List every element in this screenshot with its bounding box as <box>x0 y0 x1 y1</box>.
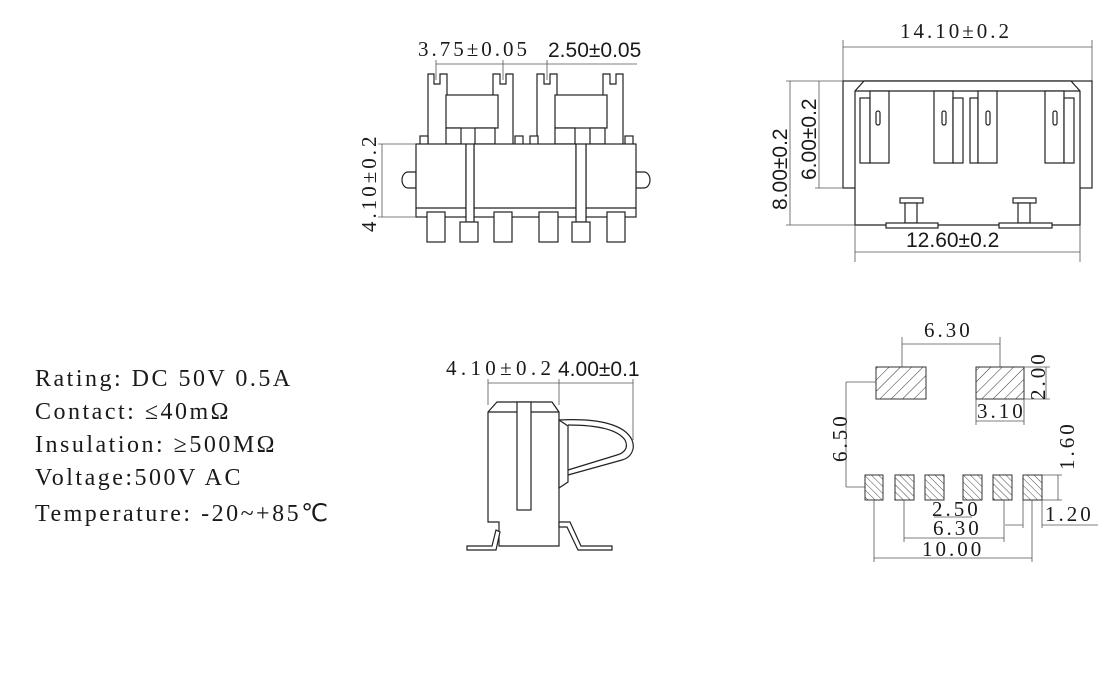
contact-pins <box>427 73 624 146</box>
pin-width-dim-label: 2.50±0.05 <box>548 39 641 62</box>
spec-voltage: Voltage:500V AC <box>35 465 243 491</box>
side-body-dim-label: 4.10±0.2 <box>446 356 554 380</box>
height-dim-label: 4.10±0.2 <box>357 133 381 232</box>
outer-span-label: 10.00 <box>922 537 984 561</box>
top-pad-height-label: 2.00 <box>1026 351 1050 400</box>
upper-block-right <box>554 94 608 129</box>
top-pad-left <box>875 366 927 400</box>
small-pads <box>864 474 1043 501</box>
body-depth-dim-label: 6.00±0.2 <box>798 98 821 180</box>
top-pad-right <box>975 366 1025 400</box>
side-bump-left <box>401 171 417 189</box>
spec-temperature: Temperature: -20~+85℃ <box>35 501 331 527</box>
vertical-spacing-label: 6.50 <box>828 413 852 462</box>
spring-contact <box>558 419 634 476</box>
pad-width-label: 1.20 <box>1045 502 1094 526</box>
pcb-footprint: 6.30 2.00 3.10 6.50 1.60 1.20 2.50 6.30 <box>828 318 1098 562</box>
specifications: Rating: DC 50V 0.5A Contact: ≤40mΩ Insul… <box>35 366 331 527</box>
bottom-feet <box>426 211 626 243</box>
foot-right <box>558 521 613 551</box>
body-middle <box>473 143 577 218</box>
body-width-dim-label: 12.60±0.2 <box>906 229 999 252</box>
pad-offset-label: 1.60 <box>1055 421 1079 470</box>
top-pad-width-label: 3.10 <box>977 399 1026 423</box>
solder-tab-right <box>998 222 1053 229</box>
middle-span-label: 6.30 <box>933 516 982 540</box>
top-pad-spacing-label: 6.30 <box>924 318 973 342</box>
pitch-dim-label: 3.75±0.05 <box>418 37 530 61</box>
front-view: 3.75±0.05 2.50±0.05 <box>357 37 651 243</box>
side-view: 4.10±0.2 4.00±0.1 <box>446 356 640 551</box>
overall-width-dim-label: 14.10±0.2 <box>900 19 1012 43</box>
spec-rating: Rating: DC 50V 0.5A <box>35 366 293 392</box>
spec-insulation: Insulation: ≥500MΩ <box>35 432 277 458</box>
top-view: 14.10±0.2 12.60±0.2 8.00±0.2 6.00±0.2 <box>769 19 1093 262</box>
spec-contact: Contact: ≤40mΩ <box>35 399 231 425</box>
solder-tab-left <box>885 222 939 229</box>
body-right <box>585 143 637 218</box>
top-contacts <box>859 90 1075 164</box>
foot-left <box>466 529 501 551</box>
side-slot <box>516 401 532 511</box>
body-left <box>415 143 467 218</box>
spring-dim-label: 4.00±0.1 <box>558 358 640 381</box>
overall-depth-dim-label: 8.00±0.2 <box>769 128 792 210</box>
side-bump-right <box>635 171 651 189</box>
upper-block-left <box>445 94 499 129</box>
